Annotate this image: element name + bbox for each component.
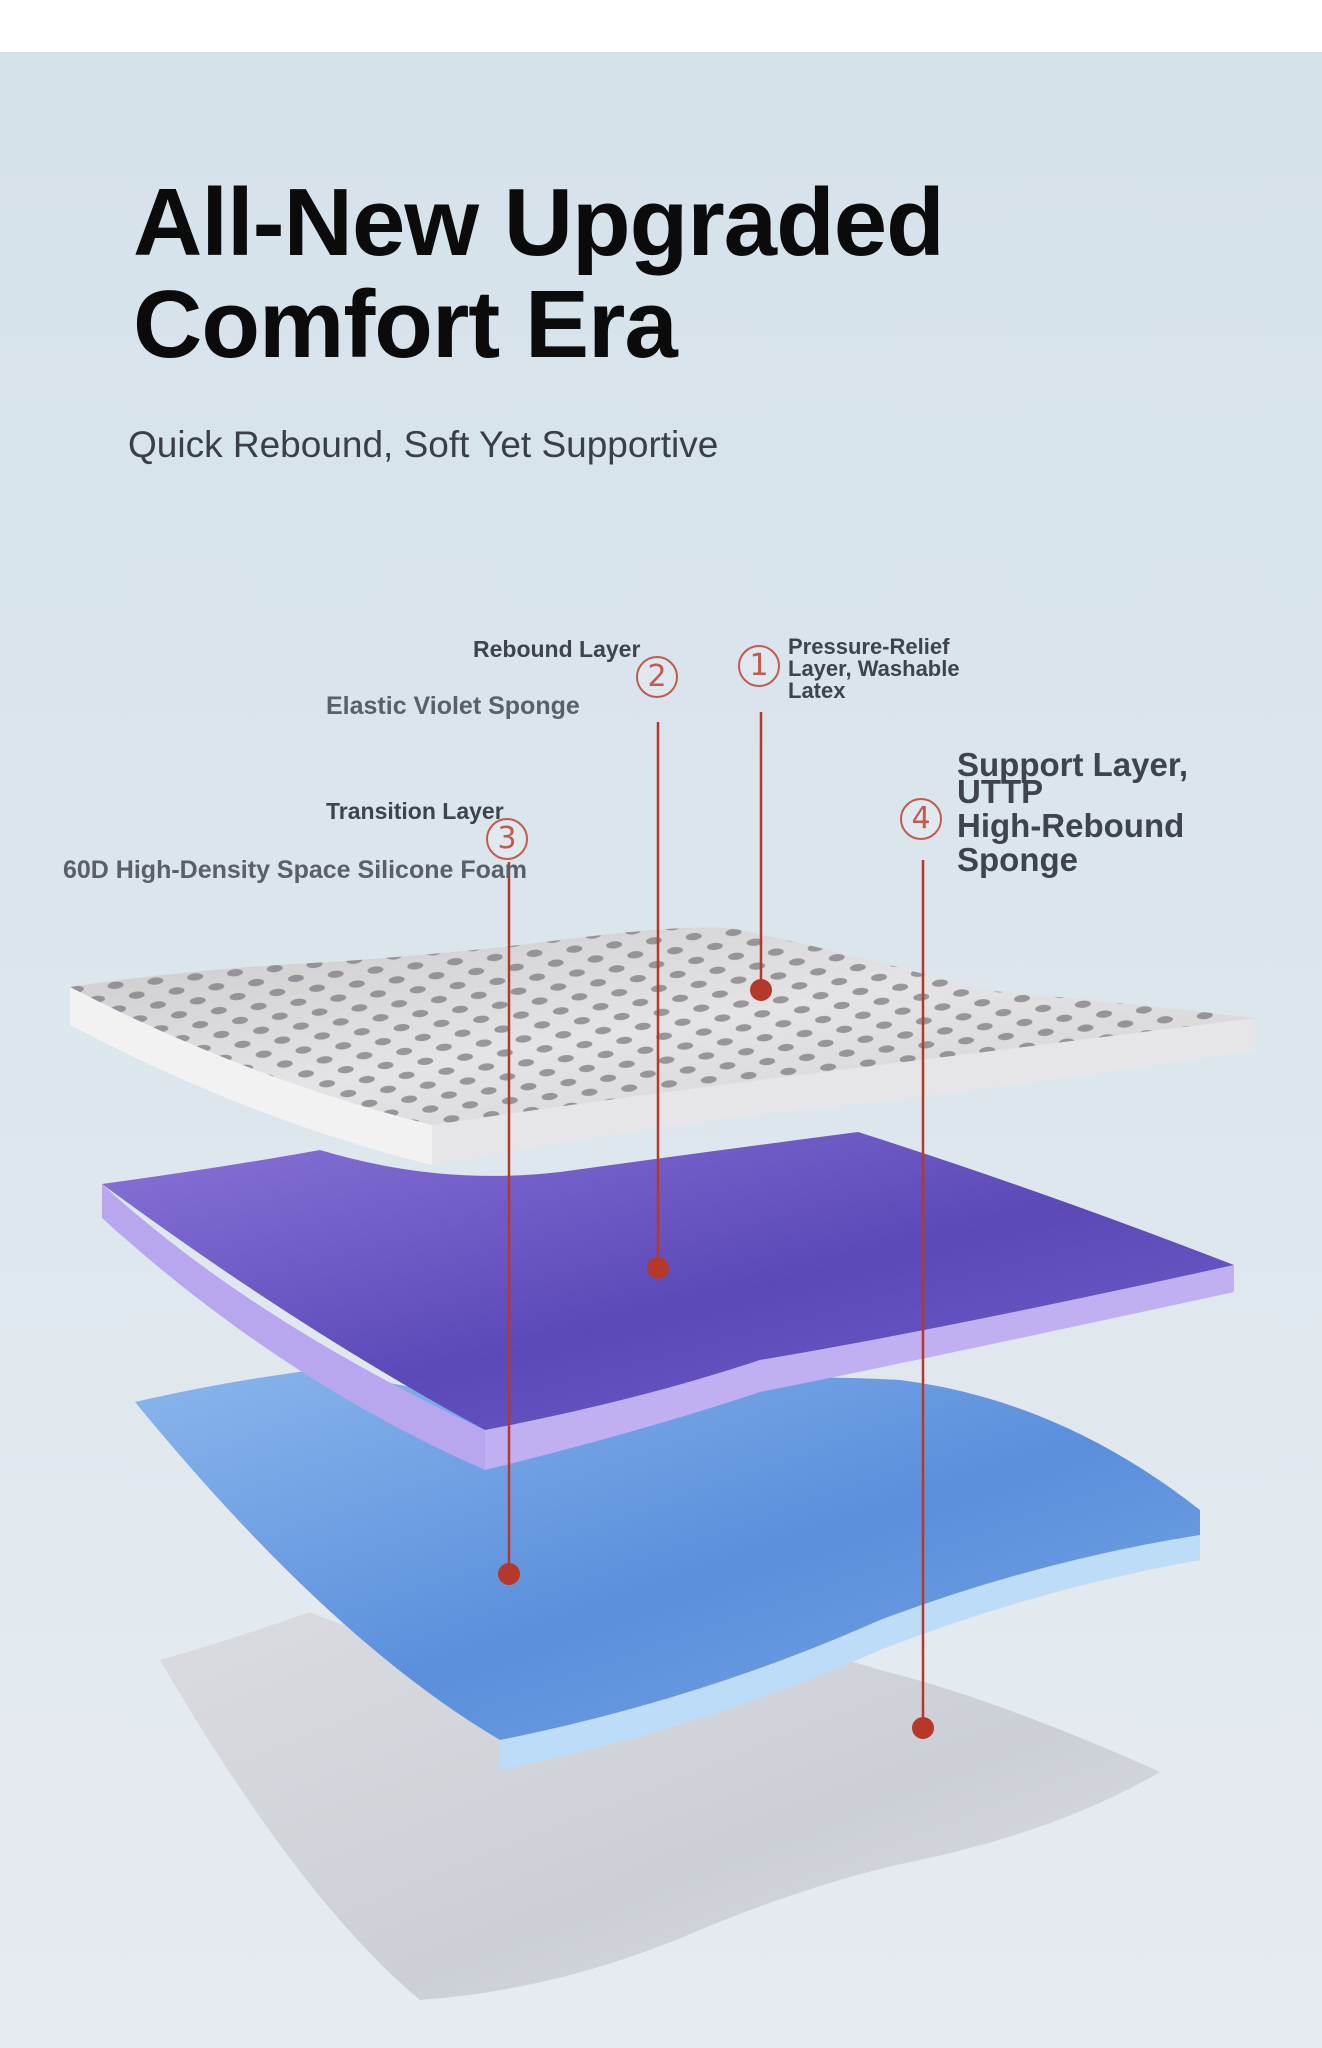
layer-4-line-4: Sponge: [957, 841, 1078, 878]
mattress-layers-illustration: [70, 712, 1255, 2000]
callout-number-4: 4: [900, 798, 942, 840]
support-layer-shape: [160, 1612, 1160, 2000]
transition-layer-shape: [135, 1368, 1200, 1770]
layer-2-name: Rebound Layer: [473, 636, 641, 662]
layer-4-line-3: High-Rebound: [957, 807, 1185, 844]
layer-3-material: 60D High-Density Space Silicone Foam: [63, 856, 528, 884]
layer-2-material: Elastic Violet Sponge: [326, 692, 580, 720]
marker-dot-2: [647, 1257, 669, 1279]
page-subtitle: Quick Rebound, Soft Yet Supportive: [128, 424, 719, 465]
title-line-1: All-New Upgraded: [133, 169, 945, 276]
callout-number-1: 1: [738, 645, 780, 687]
layer-1-line-2: Layer, Washable: [788, 656, 960, 681]
leader-lines: [507, 712, 925, 1728]
rebound-layer-shape: [102, 1132, 1234, 1470]
marker-dot-3: [498, 1563, 520, 1585]
layer-4-label: Support Layer, UTTP High-Rebound Sponge: [957, 748, 1188, 877]
marker-dot-4: [912, 1717, 934, 1739]
layer-1-line-3: Latex: [788, 678, 846, 703]
callout-number-3: 3: [486, 818, 528, 860]
layer-1-line-1: Pressure-Relief: [788, 634, 950, 659]
marker-dot-1: [750, 979, 772, 1001]
layer-4-line-2: UTTP: [957, 773, 1044, 810]
callout-number-2: 2: [636, 656, 678, 698]
layer-1-label: Pressure-Relief Layer, Washable Latex: [788, 636, 960, 702]
leader-dots: [498, 979, 934, 1739]
title-line-2: Comfort Era: [133, 271, 678, 378]
layer-4-line-1: Support Layer,: [957, 746, 1189, 783]
product-panel: All-New Upgraded Comfort Era Quick Rebou…: [0, 52, 1322, 2048]
latex-layer-shape: [70, 927, 1255, 1165]
page-title: All-New Upgraded Comfort Era: [133, 169, 945, 378]
layer-3-name: Transition Layer: [326, 798, 504, 824]
